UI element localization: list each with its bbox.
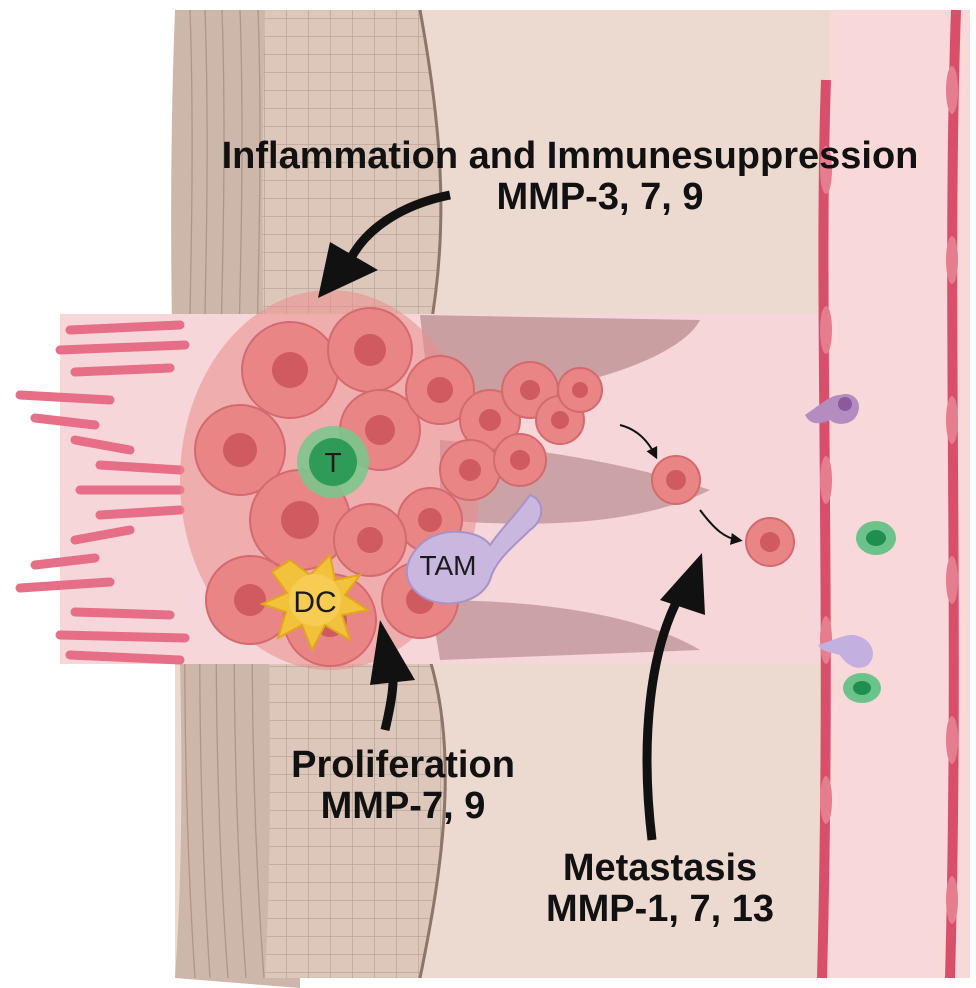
inflammation-label: Inflammation and Immunesuppression MMP-3…: [175, 135, 965, 219]
blood-vessel: [817, 9, 961, 979]
inflammation-arrow: [345, 190, 451, 263]
inflammation-title: Inflammation and Immunesuppression: [221, 135, 919, 177]
t-cell-label: T: [324, 447, 341, 478]
vessel-lumen: [830, 10, 970, 978]
metastasis-mmp: MMP-1, 7, 13: [545, 888, 775, 931]
dc-label: DC: [293, 586, 336, 619]
metastasis-title: Metastasis: [562, 847, 758, 889]
stromal-wedge-top: [420, 315, 700, 400]
t-cell: T: [297, 426, 369, 498]
inflammation-mmp: MMP-3, 7, 9: [496, 176, 704, 219]
proliferation-mmp: MMP-7, 9: [320, 785, 486, 828]
migrating-tumor-cells: [619, 424, 795, 567]
proliferation-label: Proliferation MMP-7, 9: [268, 744, 538, 828]
proliferation-title: Proliferation: [291, 744, 515, 786]
tam-label: TAM: [419, 550, 476, 581]
pathway-arrows: [318, 190, 705, 841]
vessel-immune-cells: [805, 394, 896, 703]
stromal-wedge-bottom: [430, 600, 700, 660]
metastasis-label: Metastasis MMP-1, 7, 13: [520, 847, 800, 931]
muscle-fibres: [15, 320, 190, 665]
epithelial-edge: [418, 9, 447, 979]
macrophage: TAM: [405, 493, 543, 605]
metastasis-arrow: [642, 592, 684, 841]
dendritic-cell: DC: [259, 552, 371, 653]
